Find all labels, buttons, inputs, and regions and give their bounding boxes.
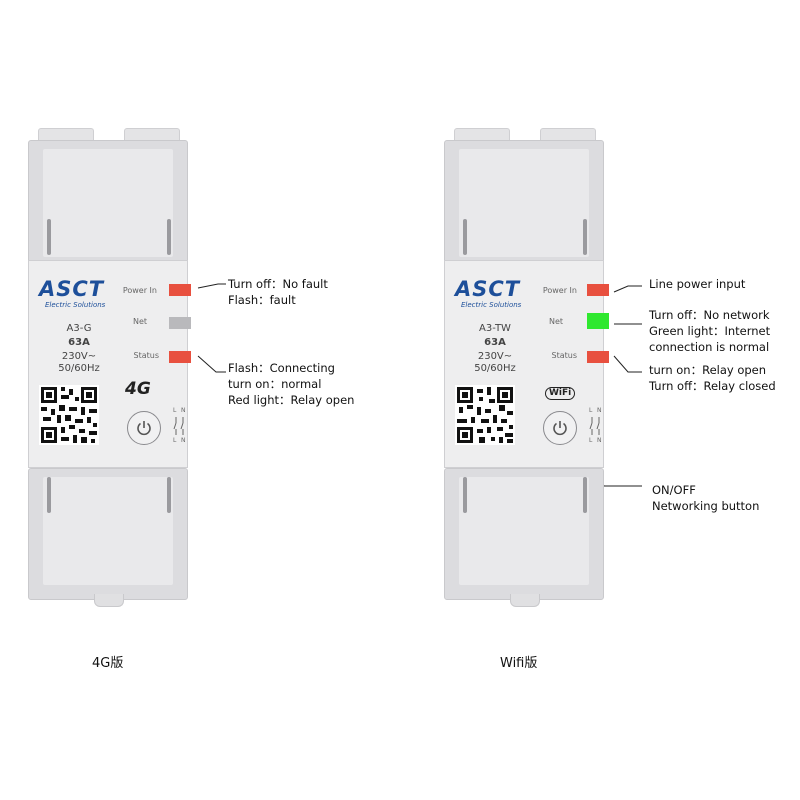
power-icon	[553, 421, 567, 436]
din-clip	[94, 594, 124, 607]
relay-symbol-icon	[589, 417, 600, 435]
terminal-n-top: N	[181, 407, 186, 414]
annotation-power-in-line2: Flash：fault	[228, 293, 296, 307]
status-led	[587, 351, 609, 363]
top-tab	[454, 128, 510, 143]
terminal-n-bottom: N	[597, 437, 602, 444]
current-rating: 63A	[484, 337, 506, 348]
terminal-l-top: L	[589, 407, 593, 414]
upper-cover	[444, 140, 604, 268]
top-tab	[124, 128, 180, 143]
onoff-networking-button[interactable]	[543, 411, 577, 445]
power-icon	[137, 421, 151, 436]
terminal-l-bottom: L	[589, 437, 593, 444]
annotation-status-line1: Flash：Connecting	[228, 361, 335, 375]
top-tab	[38, 128, 94, 143]
annotation-net-line1: Turn off：No network	[649, 308, 770, 322]
annotation-status-line2: turn on：normal	[228, 377, 322, 391]
status-label: Status	[551, 351, 578, 360]
current-rating: 63A	[68, 337, 90, 348]
terminal-l-top: L	[173, 407, 177, 414]
upper-cover	[28, 140, 188, 268]
qr-code	[455, 385, 515, 445]
power-button[interactable]	[127, 411, 161, 445]
terminal-n-bottom: N	[181, 437, 186, 444]
relay-symbol-icon	[173, 417, 184, 435]
brand-subtitle: Electric Solutions	[45, 301, 106, 309]
terminal-n-top: N	[597, 407, 602, 414]
annotation-button-line1: ON/OFF	[652, 483, 696, 497]
frequency-rating: 50/60Hz	[58, 363, 100, 374]
net-label: Net	[548, 317, 563, 326]
power-in-led	[169, 284, 191, 296]
power-in-label: Power In	[542, 286, 577, 295]
device-wifi: ASCT Electric Solutions A3-TW 63A 230V~ …	[444, 128, 609, 628]
brand-logo: ASCT	[39, 277, 105, 301]
status-led	[169, 351, 191, 363]
brand-subtitle: Electric Solutions	[461, 301, 522, 309]
net-led	[587, 313, 609, 329]
device-4g: ASCT Electric Solutions A3-G 63A 230V~ 5…	[28, 128, 191, 628]
4g-badge: 4G	[125, 379, 151, 399]
model-name: A3-G	[66, 323, 92, 334]
top-tab	[540, 128, 596, 143]
terminal-l-bottom: L	[173, 437, 177, 444]
front-panel: ASCT Electric Solutions A3-G 63A 230V~ 5…	[28, 260, 191, 468]
caption-4g: 4G版	[92, 656, 124, 671]
net-label: Net	[132, 317, 147, 326]
qr-code	[39, 385, 99, 445]
annotation-status-line3: Red light：Relay open	[228, 393, 355, 407]
caption-wifi: Wifi版	[500, 656, 538, 671]
annotation-power-in-line1: Turn off：No fault	[228, 277, 328, 291]
lower-cover	[444, 468, 604, 600]
power-in-led	[587, 284, 609, 296]
voltage-rating: 230V~	[477, 351, 513, 362]
model-name: A3-TW	[479, 323, 511, 334]
annotation-status-line2: Turn off：Relay closed	[649, 379, 776, 393]
lower-cover	[28, 468, 188, 600]
front-panel: ASCT Electric Solutions A3-TW 63A 230V~ …	[444, 260, 609, 468]
power-in-label: Power In	[122, 286, 157, 295]
wifi-badge: WiFi	[545, 387, 576, 400]
annotation-net-line3: connection is normal	[649, 340, 770, 354]
annotation-status-line1: turn on：Relay open	[649, 363, 767, 377]
annotation-net-line2: Green light：Internet	[649, 324, 771, 338]
din-clip	[510, 594, 540, 607]
brand-logo: ASCT	[455, 277, 521, 301]
annotation-button-line2: Networking button	[652, 499, 760, 513]
frequency-rating: 50/60Hz	[474, 363, 516, 374]
status-label: Status	[133, 351, 160, 360]
voltage-rating: 230V~	[61, 351, 97, 362]
net-led	[169, 317, 191, 329]
annotation-power-in: Line power input	[649, 277, 746, 291]
